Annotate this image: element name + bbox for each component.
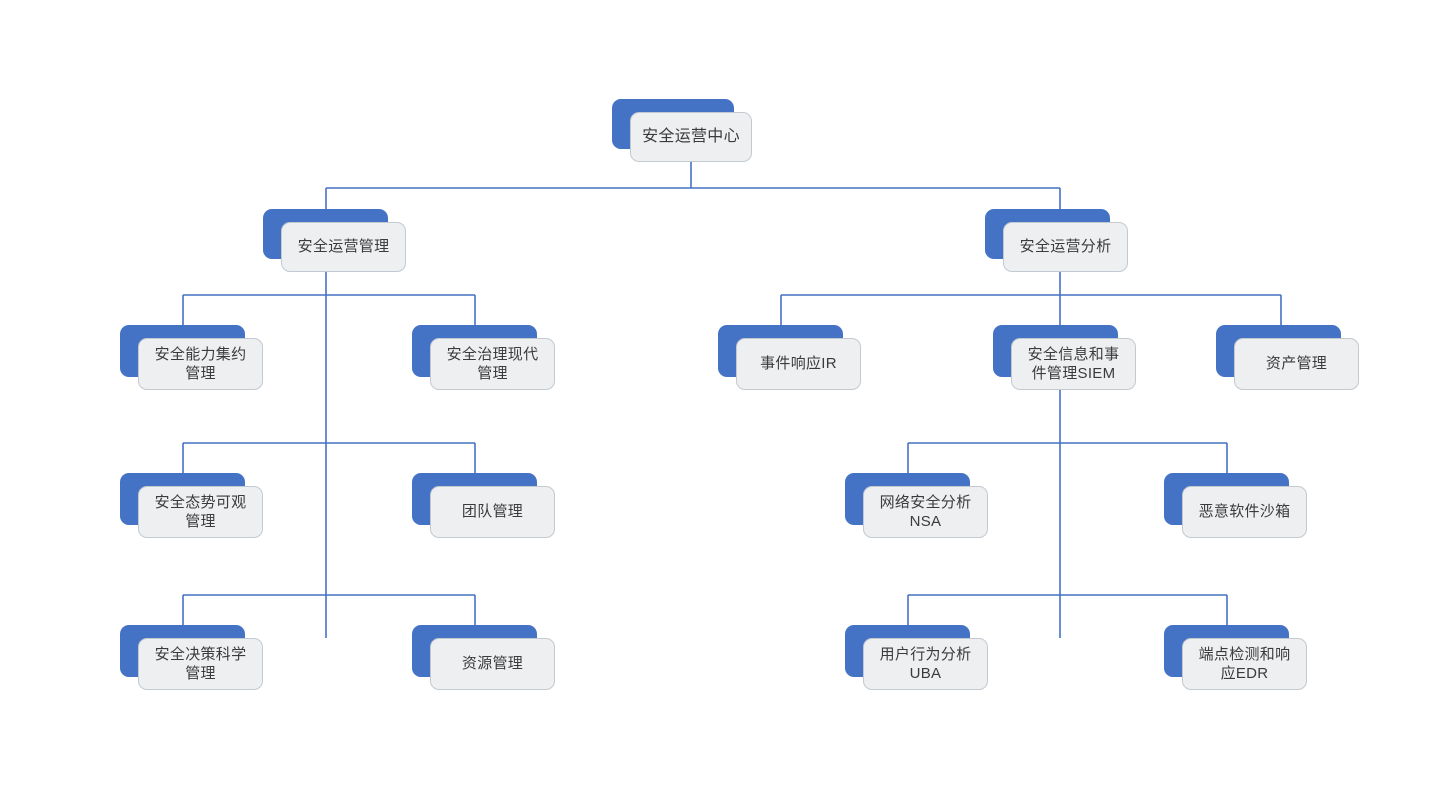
node-edr[interactable]: 端点检测和响 应EDR: [1164, 625, 1307, 690]
node-label-resource: 资源管理: [461, 655, 524, 673]
node-governance[interactable]: 安全治理现代 管理: [412, 325, 555, 390]
node-incident-response[interactable]: 事件响应IR: [718, 325, 861, 390]
node-card-incident-response[interactable]: 事件响应IR: [736, 338, 861, 390]
node-card-decision[interactable]: 安全决策科学 管理: [138, 638, 263, 690]
node-card-asset-mgmt[interactable]: 资产管理: [1234, 338, 1359, 390]
node-team[interactable]: 团队管理: [412, 473, 555, 538]
node-card-nsa[interactable]: 网络安全分析 NSA: [863, 486, 988, 538]
node-card-capability[interactable]: 安全能力集约 管理: [138, 338, 263, 390]
node-card-edr[interactable]: 端点检测和响 应EDR: [1182, 638, 1307, 690]
node-card-siem[interactable]: 安全信息和事 件管理SIEM: [1011, 338, 1136, 390]
node-uba[interactable]: 用户行为分析 UBA: [845, 625, 988, 690]
node-label-edr: 端点检测和响 应EDR: [1198, 645, 1291, 682]
node-card-uba[interactable]: 用户行为分析 UBA: [863, 638, 988, 690]
node-decision[interactable]: 安全决策科学 管理: [120, 625, 263, 690]
node-label-root: 安全运营中心: [642, 127, 740, 145]
node-label-team: 团队管理: [461, 503, 524, 521]
node-card-ops-mgmt[interactable]: 安全运营管理: [281, 222, 406, 272]
node-label-siem: 安全信息和事 件管理SIEM: [1027, 345, 1120, 382]
node-card-ops-analysis[interactable]: 安全运营分析: [1003, 222, 1128, 272]
node-label-ops-analysis: 安全运营分析: [1019, 238, 1112, 256]
node-siem[interactable]: 安全信息和事 件管理SIEM: [993, 325, 1136, 390]
node-nsa[interactable]: 网络安全分析 NSA: [845, 473, 988, 538]
node-ops-mgmt[interactable]: 安全运营管理: [263, 209, 406, 272]
node-card-posture[interactable]: 安全态势可观 管理: [138, 486, 263, 538]
node-posture[interactable]: 安全态势可观 管理: [120, 473, 263, 538]
node-label-incident-response: 事件响应IR: [760, 355, 837, 373]
node-capability[interactable]: 安全能力集约 管理: [120, 325, 263, 390]
node-card-sandbox[interactable]: 恶意软件沙箱: [1182, 486, 1307, 538]
node-asset-mgmt[interactable]: 资产管理: [1216, 325, 1359, 390]
node-label-uba: 用户行为分析 UBA: [879, 645, 972, 682]
node-label-ops-mgmt: 安全运营管理: [297, 238, 390, 256]
node-card-resource[interactable]: 资源管理: [430, 638, 555, 690]
node-label-capability: 安全能力集约 管理: [154, 345, 247, 382]
node-label-posture: 安全态势可观 管理: [154, 493, 247, 530]
node-label-sandbox: 恶意软件沙箱: [1198, 503, 1291, 521]
node-label-asset-mgmt: 资产管理: [1265, 355, 1328, 373]
node-card-root[interactable]: 安全运营中心: [630, 112, 752, 162]
node-card-governance[interactable]: 安全治理现代 管理: [430, 338, 555, 390]
node-card-team[interactable]: 团队管理: [430, 486, 555, 538]
node-ops-analysis[interactable]: 安全运营分析: [985, 209, 1128, 272]
node-root[interactable]: 安全运营中心: [612, 99, 752, 162]
node-label-governance: 安全治理现代 管理: [446, 345, 539, 382]
node-label-decision: 安全决策科学 管理: [154, 645, 247, 682]
node-sandbox[interactable]: 恶意软件沙箱: [1164, 473, 1307, 538]
node-label-nsa: 网络安全分析 NSA: [879, 493, 972, 530]
node-resource[interactable]: 资源管理: [412, 625, 555, 690]
